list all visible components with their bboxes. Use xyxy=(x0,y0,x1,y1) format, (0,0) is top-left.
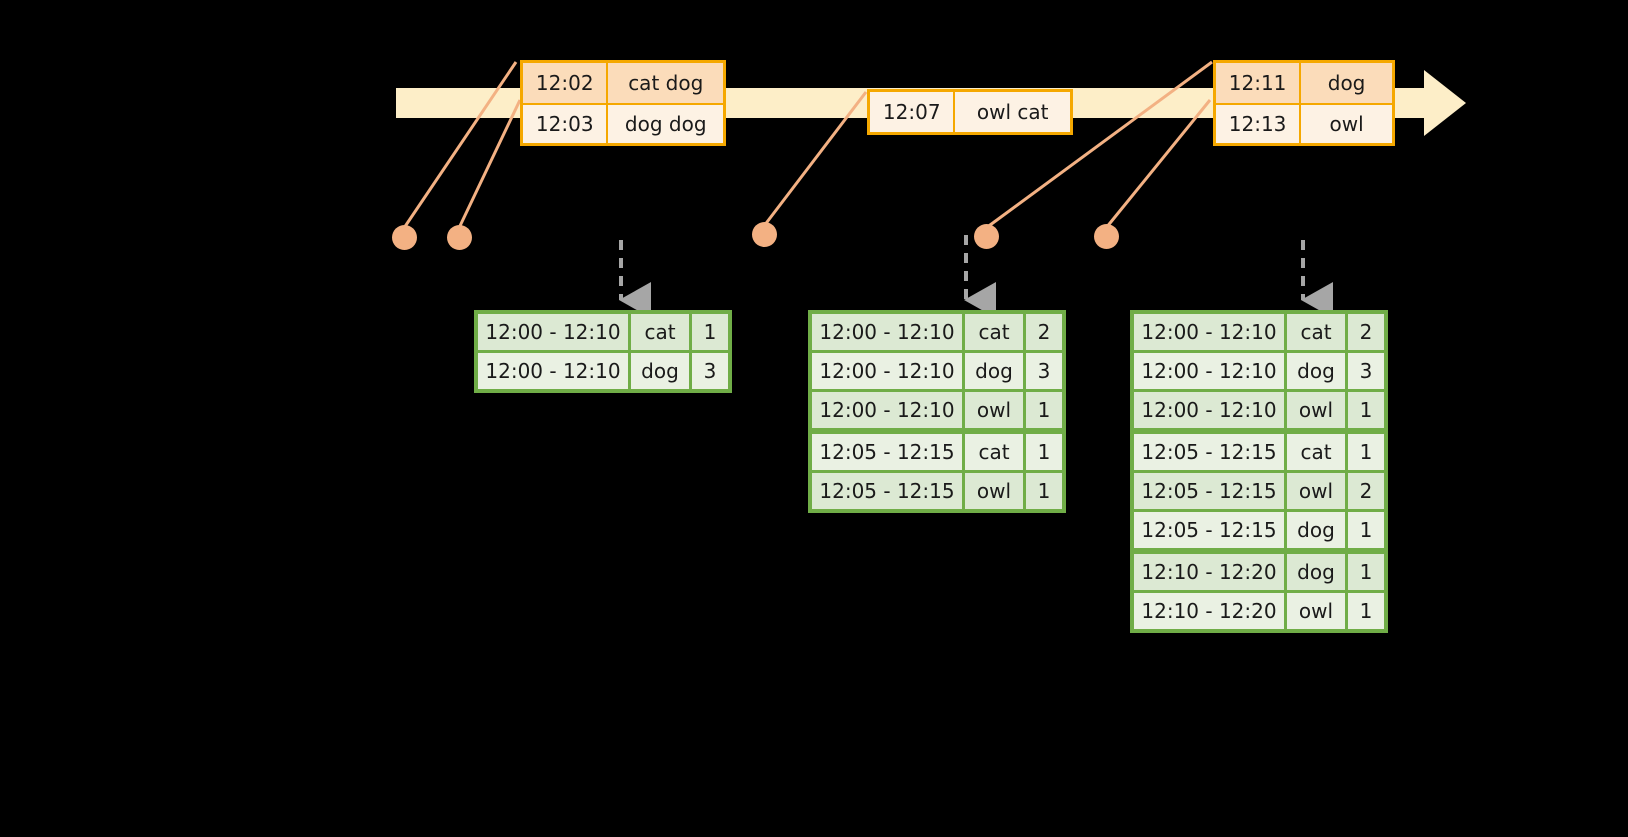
event-row: 12:13 owl xyxy=(1216,103,1392,143)
cell-window: 12:00 - 12:10 xyxy=(478,353,628,389)
event-box-3: 12:11 dog 12:13 owl xyxy=(1213,60,1395,146)
cell-window: 12:00 - 12:10 xyxy=(478,314,628,350)
cell-window: 12:00 - 12:10 xyxy=(812,353,962,389)
event-dot-3 xyxy=(752,222,777,247)
cell-window: 12:00 - 12:10 xyxy=(812,392,962,428)
cell-count: 2 xyxy=(1348,314,1384,350)
cell-word: owl xyxy=(1287,473,1345,509)
cell-word: cat xyxy=(965,314,1023,350)
cell-word: cat xyxy=(1287,434,1345,470)
event-dot-5 xyxy=(1094,224,1119,249)
event-words: owl cat xyxy=(953,92,1070,132)
cell-window: 12:05 - 12:15 xyxy=(812,434,962,470)
cell-word: owl xyxy=(965,473,1023,509)
cell-word: owl xyxy=(965,392,1023,428)
cell-count: 1 xyxy=(1348,434,1384,470)
event-time: 12:11 xyxy=(1228,71,1287,95)
cell-count: 1 xyxy=(1348,512,1384,548)
cell-count: 1 xyxy=(1026,392,1062,428)
cell-count: 1 xyxy=(692,314,728,350)
cell-word: dog xyxy=(1287,512,1345,548)
event-box-1: 12:02 cat dog 12:03 dog dog xyxy=(520,60,726,146)
cell-count: 2 xyxy=(1026,314,1062,350)
cell-word: dog xyxy=(965,353,1023,389)
cell-window: 12:05 - 12:15 xyxy=(812,473,962,509)
cell-word: owl xyxy=(1287,593,1345,629)
event-dot-1 xyxy=(392,225,417,250)
event-words: dog dog xyxy=(606,105,723,143)
cell-word: cat xyxy=(965,434,1023,470)
event-time: 12:03 xyxy=(535,112,594,136)
event-words: dog xyxy=(1299,63,1392,103)
event-row: 12:03 dog dog xyxy=(523,103,723,143)
cell-window: 12:10 - 12:20 xyxy=(1134,554,1284,590)
event-row: 12:11 dog xyxy=(1216,63,1392,103)
cell-window: 12:00 - 12:10 xyxy=(1134,392,1284,428)
connector-dot5-to-evt-c xyxy=(1104,99,1212,229)
connector-dot2-to-evt-a xyxy=(457,99,522,229)
cell-count: 3 xyxy=(692,353,728,389)
event-time: 12:02 xyxy=(535,71,594,95)
event-time: 12:07 xyxy=(882,100,941,124)
cell-word: owl xyxy=(1287,392,1345,428)
cell-count: 2 xyxy=(1348,473,1384,509)
cell-word: cat xyxy=(1287,314,1345,350)
cell-word: dog xyxy=(1287,554,1345,590)
cell-count: 1 xyxy=(1026,434,1062,470)
cell-window: 12:05 - 12:15 xyxy=(1134,512,1284,548)
cell-count: 1 xyxy=(1348,593,1384,629)
cell-word: cat xyxy=(631,314,689,350)
cell-window: 12:00 - 12:10 xyxy=(1134,353,1284,389)
cell-count: 3 xyxy=(1026,353,1062,389)
cell-window: 12:10 - 12:20 xyxy=(1134,593,1284,629)
event-time: 12:13 xyxy=(1228,112,1287,136)
cell-window: 12:00 - 12:10 xyxy=(1134,314,1284,350)
cell-count: 1 xyxy=(1348,554,1384,590)
event-words: cat dog xyxy=(606,63,723,103)
event-dot-2 xyxy=(447,225,472,250)
cell-count: 1 xyxy=(1348,392,1384,428)
cell-window: 12:00 - 12:10 xyxy=(812,314,962,350)
event-box-2: 12:07 owl cat xyxy=(867,89,1073,135)
event-dot-4 xyxy=(974,224,999,249)
cell-word: dog xyxy=(631,353,689,389)
connector-dot4-to-evt-c xyxy=(985,60,1213,230)
event-words: owl xyxy=(1299,105,1392,143)
cell-window: 12:05 - 12:15 xyxy=(1134,473,1284,509)
event-row: 12:07 owl cat xyxy=(870,92,1070,132)
event-row: 12:02 cat dog xyxy=(523,63,723,103)
cell-count: 3 xyxy=(1348,353,1384,389)
cell-word: dog xyxy=(1287,353,1345,389)
cell-window: 12:05 - 12:15 xyxy=(1134,434,1284,470)
connector-dot1-to-evt-a xyxy=(402,61,518,229)
cell-count: 1 xyxy=(1026,473,1062,509)
timeline-arrow-icon xyxy=(1424,70,1466,136)
